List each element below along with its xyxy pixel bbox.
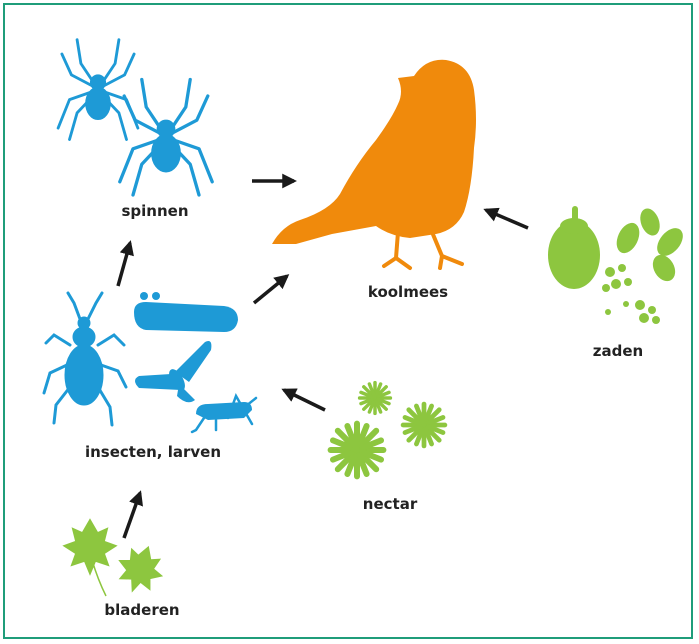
label-bladeren: bladeren xyxy=(104,601,179,619)
arrow-insecten-to-koolmees xyxy=(254,276,287,303)
label-insecten-larven: insecten, larven xyxy=(85,443,221,461)
great-tit-bird-icon xyxy=(272,60,476,268)
label-nectar: nectar xyxy=(363,495,418,513)
seed-icon xyxy=(548,206,688,324)
label-zaden: zaden xyxy=(593,342,643,360)
arrow-insecten-to-spinnen xyxy=(118,243,130,286)
label-spinnen: spinnen xyxy=(121,202,188,220)
leaf-icon xyxy=(64,519,170,599)
arrow-nectar-to-insecten xyxy=(284,390,325,410)
spider-icon xyxy=(58,40,212,195)
arrow-zaden-to-koolmees xyxy=(486,210,528,228)
flower-icon xyxy=(331,383,445,477)
label-koolmees: koolmees xyxy=(368,283,448,301)
insect-icon xyxy=(44,292,256,432)
arrow-bladeren-to-insecten xyxy=(124,493,140,538)
